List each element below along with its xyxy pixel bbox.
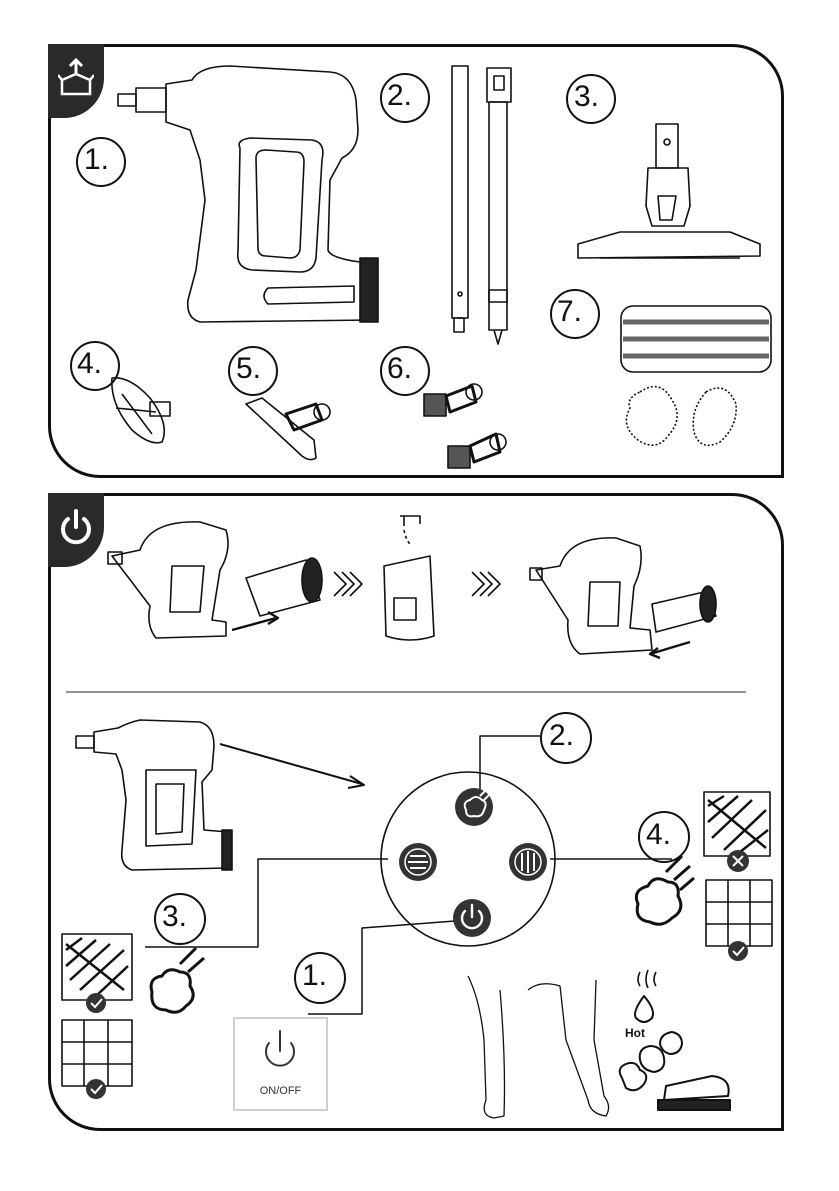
- steam-clouds-drawing: [620, 1032, 730, 1110]
- part-number-2: 2.: [387, 81, 412, 111]
- control-number-2: 2.: [549, 721, 574, 751]
- extension-tubes-drawing: [452, 66, 511, 344]
- part-number-6: 6.: [387, 354, 412, 384]
- hard-floor-tile-left: [62, 1020, 132, 1086]
- hard-floor-tile-right: [706, 880, 772, 946]
- floor-head-drawing: [578, 124, 760, 258]
- part-number-4: 4.: [77, 349, 102, 379]
- steamer-battery-out-drawing: [108, 522, 322, 638]
- control-number-4: 4.: [646, 820, 671, 850]
- power-button: [453, 899, 491, 937]
- chevrons-2: [472, 572, 500, 596]
- steam-burst-button: [455, 788, 493, 826]
- check-mark-icon: [728, 941, 748, 961]
- part-number-3: 3.: [574, 82, 599, 112]
- steamer-body-drawing: [118, 66, 378, 322]
- legs-drawing: [468, 976, 609, 1118]
- bristle-brushes-drawing: [424, 384, 506, 468]
- pad-and-cloths-drawing: [621, 306, 771, 445]
- cross-mark-icon: [727, 850, 749, 872]
- power-icon: [233, 1017, 328, 1077]
- part-number-1: 1.: [84, 145, 109, 175]
- steamer-lower-drawing: [76, 720, 364, 870]
- onoff-label: ON/OFF: [235, 1085, 326, 1097]
- nozzle-drawing: [246, 398, 330, 460]
- steam-burst-left: [151, 948, 204, 1012]
- hot-label: Hot: [625, 1026, 645, 1040]
- round-brush-drawing: [112, 378, 170, 443]
- part-number-7: 7.: [557, 297, 582, 327]
- check-mark-icon: [86, 1079, 106, 1099]
- carpet-tile-right: [704, 792, 770, 856]
- carpet-mode-button: [399, 843, 437, 881]
- check-mark-icon: [86, 993, 106, 1013]
- carpet-tile-left: [62, 934, 132, 1000]
- hot-drop-icon: [635, 970, 656, 1022]
- chevrons-1: [334, 572, 362, 596]
- hard-floor-mode-button: [509, 843, 547, 881]
- part-number-5: 5.: [236, 354, 261, 384]
- control-number-1: 1.: [302, 961, 327, 991]
- battery-charging-drawing: [384, 516, 434, 640]
- steam-burst-right: [636, 856, 694, 924]
- control-number-3: 3.: [162, 902, 187, 932]
- steamer-battery-in-drawing: [530, 538, 716, 658]
- onoff-button-diagram: ON/OFF: [233, 1017, 328, 1111]
